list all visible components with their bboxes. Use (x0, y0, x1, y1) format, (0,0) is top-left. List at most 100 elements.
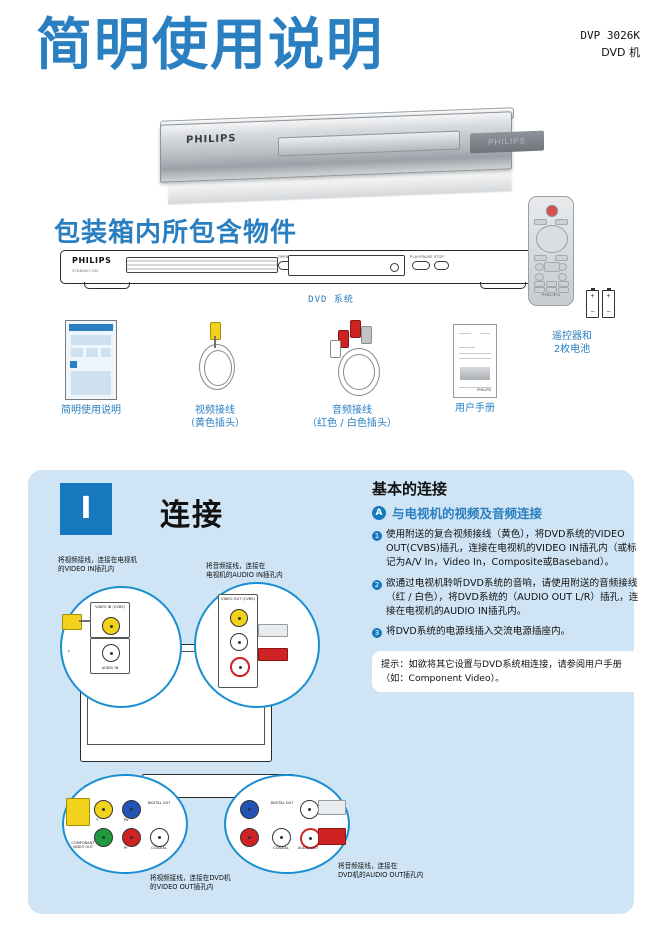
manual-line-4 (459, 353, 491, 354)
manual-line-6 (459, 387, 491, 388)
step-number-badge: I (60, 483, 112, 535)
tv-video-in-rca (102, 617, 120, 635)
accessory-leaflet-caption: 简明使用说明 (61, 405, 121, 416)
step-number-text: I (80, 491, 92, 526)
audio-out-coaxial-label: COAXIAL (273, 846, 289, 850)
tv-audio-in-jack-block: AUDIO IN (90, 638, 130, 674)
callout-tv-audio-in: 将音频接线，连接在 电视机的AUDIO IN插孔内 (206, 562, 283, 579)
manual-line-1 (459, 333, 471, 334)
accessory-leaflet: 简明使用说明 (46, 320, 136, 418)
step-3-number: 3 (372, 628, 382, 639)
dvd-system-display (288, 255, 405, 276)
instruction-step-1: 1 使用附送的复合视频接线（黄色），将DVD系统的VIDEO OUT(CVBS)… (372, 528, 640, 570)
tv-video-in-jack-block: VIDEO IN (CVBS) (90, 602, 130, 638)
tv-video-in-label: VIDEO IN (CVBS) (95, 605, 125, 609)
remote-transport-keys (544, 262, 560, 272)
remote-numpad-6 (558, 287, 569, 293)
audio-out-coaxial (272, 828, 291, 847)
accessory-audio-cable-caption: 音频接线 （红色 / 白色插头） (307, 405, 397, 429)
remote-numpad-5 (546, 287, 557, 293)
box-contents-heading: 包装箱内所包含物件 (54, 218, 298, 248)
connection-diagram: 将视频接线，连接在电视机 的VIDEO IN插孔内 将音频接线，连接在 电视机的… (46, 556, 423, 906)
dvd-foot-right (480, 282, 526, 289)
accessory-audio-cable: 音频接线 （红色 / 白色插头） (292, 318, 412, 430)
callout-dvd-audio-out: 将音频接线，连接在 DVD机的AUDIO OUT插孔内 (338, 862, 424, 879)
dvd-foot-left (84, 282, 130, 289)
remote-brand-label: PHILIPS (541, 292, 561, 297)
dvd-system-standby-label: STANDBY-ON (72, 269, 98, 273)
battery-1-plus: + (590, 293, 595, 300)
audio-out-jack-white (300, 800, 319, 819)
remote-key-top-left (534, 219, 547, 225)
leaflet-fig-1 (71, 348, 83, 357)
remote-numpad-4 (534, 287, 545, 293)
leaflet-step-box (70, 361, 77, 368)
yellow-wire-tv (79, 620, 91, 622)
remote-key-top-right (555, 219, 568, 225)
remote-numpad-3 (558, 281, 569, 287)
subsection-a: A 与电视机的视频及音频连接 (372, 503, 640, 522)
yellow-plug-component (66, 798, 90, 826)
yellow-plug-into-tv (62, 614, 82, 630)
remote-key-circle-3 (535, 273, 544, 281)
audio-cable-white-plug-a (330, 340, 341, 358)
red-plug-audio-out (318, 828, 346, 845)
subsection-a-heading: 与电视机的视频及音频连接 (392, 506, 543, 521)
dvd-stop-button (434, 261, 449, 270)
product-brand-label: PHILIPS (186, 133, 237, 146)
y-label: Y (96, 818, 99, 822)
tip-box: 提示：如欲将其它设置与DVD系统相连接，请参阅用户手册（如：Component … (372, 651, 640, 693)
video-cable-coil-2 (204, 350, 232, 386)
manual-brand: PHILIPS (477, 388, 491, 392)
battery-1-minus: − (590, 309, 595, 316)
model-type: DVD 机 (601, 45, 640, 59)
remote-numpad-1 (534, 281, 545, 287)
remote-control-illustration: PHILIPS (528, 196, 574, 306)
audio-cable-red-plug-a (338, 330, 349, 348)
audio-out-digital-label: DIGITAL OUT (270, 801, 294, 805)
battery-2-minus: − (606, 309, 611, 316)
instruction-step-2: 2 欲通过电视机聆听DVD系统的音响，请使用附送的音频接线（红 / 白色），将D… (372, 577, 640, 619)
digital-out-label: DIGITAL OUT (147, 801, 171, 805)
instruction-step-3: 3 将DVD系统的电源线插入交流电源插座内。 (372, 625, 640, 639)
manual-product-image (460, 367, 490, 380)
connect-section-title: 连接 (160, 498, 224, 533)
dvd-audio-out-rca-left (230, 633, 248, 651)
video-cable-illustration (177, 320, 253, 400)
step-1-number: 1 (372, 531, 382, 541)
step-2-text: 欲通过电视机聆听DVD系统的音响，请使用附送的音频接线（红 / 白色），将DVD… (386, 577, 639, 617)
magnifier-component-out: COMPONENT VIDEO OUT DIGITAL OUT COAXIAL … (62, 774, 188, 874)
page-title: 简明使用说明 (36, 13, 384, 78)
leaflet-photo (71, 335, 111, 345)
component-jack-pr (122, 828, 141, 847)
dvd-system-brand: PHILIPS (72, 256, 112, 265)
component-jack-pb (122, 800, 141, 819)
model-number: DVP 3026K (580, 29, 640, 42)
model-info: DVP 3026K DVD 机 (580, 28, 640, 61)
dvd-system-knob (390, 263, 399, 272)
callout-tv-video-in: 将视频接线，连接在电视机 的VIDEO IN插孔内 (58, 556, 138, 573)
accessory-user-manual-caption: 用户手册 (455, 403, 495, 414)
user-manual-thumbnail: PHILIPS (453, 324, 497, 398)
audio-cable-red-plug-b (350, 320, 361, 338)
subsection-badge-a: A (372, 505, 386, 520)
tv-audio-in-label: AUDIO IN (101, 666, 119, 671)
dvd-stop-label: STOP (434, 255, 444, 259)
tv-left-channel-label: L (68, 649, 71, 653)
dvd-system-caption: DVD 系统 (308, 295, 354, 305)
battery-2: + − (602, 288, 615, 318)
accessories-row: 简明使用说明 视频接线 （黄色插头） (0, 318, 662, 448)
accessory-video-cable-caption: 视频接线 （黄色插头） (185, 405, 245, 429)
remote-power-button (546, 205, 558, 217)
dvd-video-out-rca (230, 609, 248, 627)
dvd-system-tray-slot (126, 257, 278, 273)
callout-dvd-video-out: 将视频接线，连接在DVD机 的VIDEO OUT插孔内 (150, 874, 231, 891)
audio-cable-coil-1 (338, 348, 380, 396)
accessory-video-cable: 视频接线 （黄色插头） (160, 320, 270, 430)
step-2-number: 2 (372, 579, 382, 590)
leaflet-header-band (69, 324, 113, 331)
product-photo: PHILIPS PHILIPS (150, 107, 550, 205)
dvd-audio-out-rca-right (230, 657, 250, 677)
leaflet-diagram (71, 371, 111, 395)
accessory-user-manual: PHILIPS 用户手册 (432, 324, 518, 416)
